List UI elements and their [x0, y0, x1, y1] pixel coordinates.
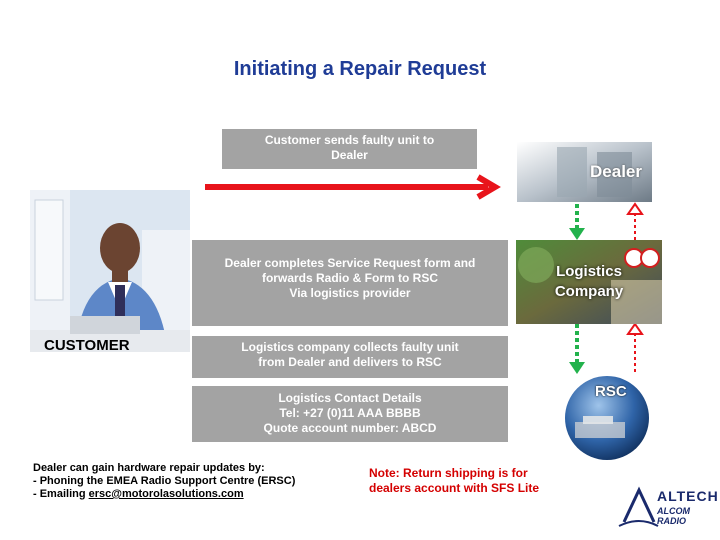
customer-photo	[30, 190, 190, 352]
step4-line3: Quote account number: ABCD	[263, 421, 437, 435]
return-note-line2: dealers account with SFS Lite	[369, 481, 540, 495]
dealer-note-line3-prefix: - Emailing	[33, 488, 89, 500]
step2-line1: Dealer completes Service Request form an…	[224, 256, 476, 270]
dealer-note-line3: - Emailing ersc@motorolasolutions.com	[33, 488, 353, 501]
page-title: Initiating a Repair Request	[233, 58, 487, 80]
ersc-email-link[interactable]: ersc@motorolasolutions.com	[88, 488, 244, 500]
red-arrow	[205, 174, 501, 200]
step4-line1: Logistics Contact Details	[278, 391, 422, 405]
step1-line2: Dealer	[331, 148, 368, 162]
step-dealer-completes-box: Dealer completes Service Request form an…	[192, 240, 508, 326]
rsc-label: RSC	[595, 383, 627, 400]
logistics-company-node: Logistics Company	[516, 240, 662, 324]
step4-line2: Tel: +27 (0)11 AAA BBBB	[279, 406, 421, 420]
customer-label: CUSTOMER	[44, 337, 130, 354]
step-logistics-collects-box: Logistics company collects faulty unit f…	[192, 336, 508, 378]
rsc-node: RSC	[555, 372, 665, 462]
logistics-label-line2: Company	[554, 283, 624, 300]
green-arrow-logistics-to-rsc	[569, 324, 585, 374]
dealer-note-line1: Dealer can gain hardware repair updates …	[33, 462, 265, 474]
step2-line3: Via logistics provider	[289, 286, 411, 300]
dealer-node: Dealer	[517, 142, 652, 202]
altech-logo-icon	[618, 486, 659, 527]
step3-line2: from Dealer and delivers to RSC	[258, 355, 442, 369]
red-return-arrow-lower	[626, 322, 644, 372]
step3-line1: Logistics company collects faulty unit	[241, 340, 459, 354]
dealer-note-line2: - Phoning the EMEA Radio Support Centre …	[33, 475, 296, 487]
dealer-label: Dealer	[590, 162, 642, 181]
logo-brand-text: ALTECH	[657, 488, 719, 504]
dealer-updates-note: Dealer can gain hardware repair updates …	[33, 462, 353, 501]
red-return-arrow-upper	[626, 202, 644, 240]
logistics-label: Logistics Company	[516, 262, 662, 302]
step2-line2: forwards Radio & Form to RSC	[261, 271, 438, 285]
return-note-line1: Note: Return shipping is for	[369, 466, 528, 480]
step-customer-sends-box: Customer sends faulty unit to Dealer	[222, 129, 477, 169]
logistics-label-line1: Logistics	[556, 263, 622, 280]
step1-line1: Customer sends faulty unit to	[264, 133, 435, 147]
logistics-contact-box: Logistics Contact Details Tel: +27 (0)11…	[192, 386, 508, 442]
green-arrow-dealer-to-logistics	[569, 204, 585, 240]
logo-sub-text: ALCOM RADIO	[657, 506, 690, 526]
return-shipping-note: Note: Return shipping is for dealers acc…	[369, 466, 579, 496]
